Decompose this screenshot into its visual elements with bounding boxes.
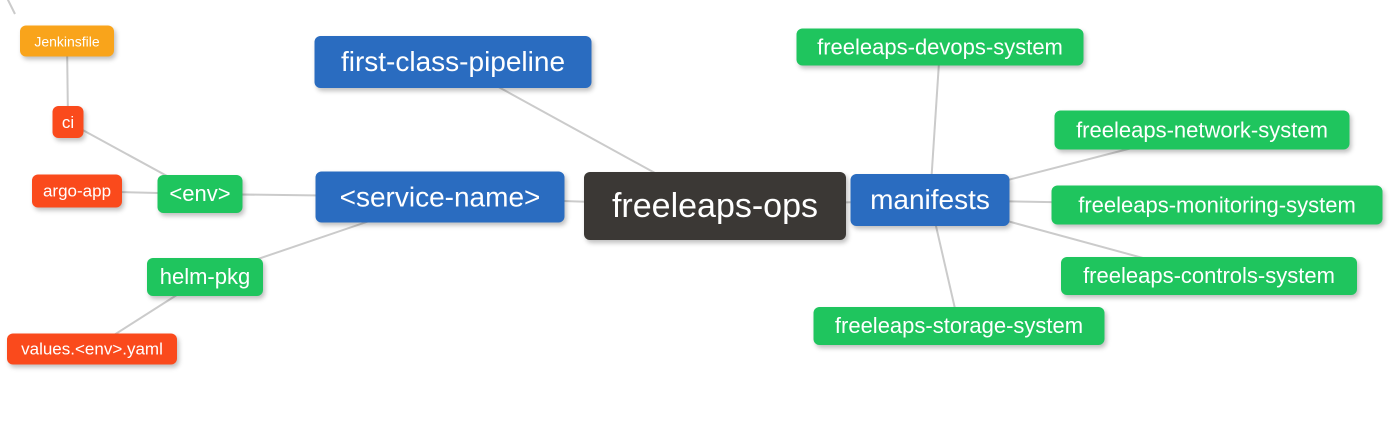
node-env[interactable]: <env> (157, 175, 243, 213)
node-monitoring-system[interactable]: freeleaps-monitoring-system (1051, 185, 1383, 225)
node-ci[interactable]: ci (52, 106, 84, 138)
node-first-class-pipeline[interactable]: first-class-pipeline (314, 36, 592, 88)
node-manifests[interactable]: manifests (850, 174, 1010, 226)
node-helm-pkg[interactable]: helm-pkg (147, 258, 263, 296)
node-storage-system[interactable]: freeleaps-storage-system (813, 307, 1105, 345)
node-network-system[interactable]: freeleaps-network-system (1054, 110, 1350, 150)
node-freeleaps-ops[interactable]: freeleaps-ops (584, 172, 846, 240)
node-devops-system[interactable]: freeleaps-devops-system (796, 28, 1084, 66)
node-service-name[interactable]: <service-name> (315, 171, 565, 223)
node-jenkinsfile[interactable]: Jenkinsfile (20, 25, 114, 57)
node-controls-system[interactable]: freeleaps-controls-system (1061, 257, 1357, 295)
node-values-env-yaml[interactable]: values.<env>.yaml (7, 333, 177, 365)
node-argo-app[interactable]: argo-app (32, 174, 122, 208)
